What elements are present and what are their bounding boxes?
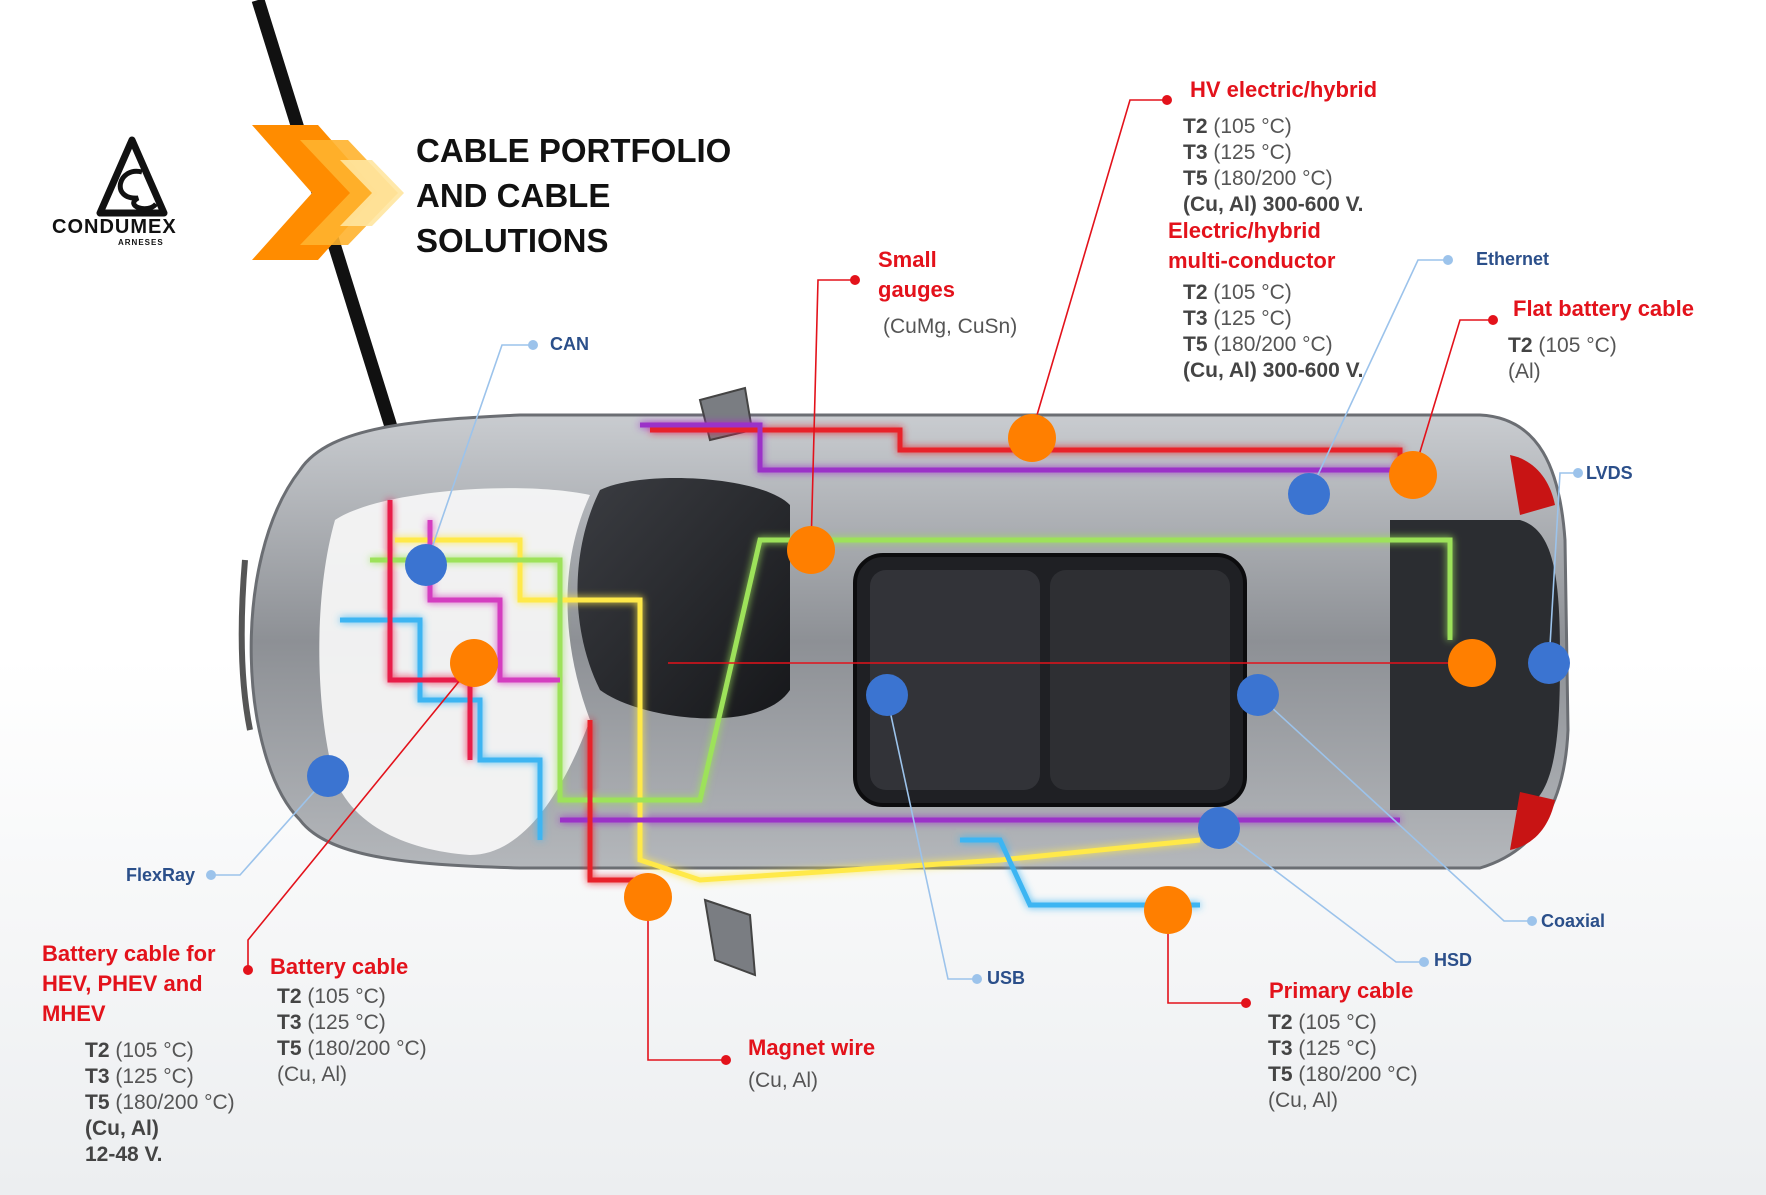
callout-multi-specs: T2 (105 °C) T3 (125 °C) T5 (180/200 °C) …: [1183, 281, 1364, 382]
callout-hev-specs: T2 (105 °C) T3 (125 °C) T5 (180/200 °C) …: [85, 1039, 235, 1166]
callout-small-specs: (CuMg, CuSn): [883, 315, 1018, 338]
blue-markers: [307, 473, 1570, 849]
marker-flexray: [307, 755, 349, 797]
label-coaxial: Coaxial: [1541, 911, 1606, 931]
callout-hev-title: Battery cable for HEV, PHEV and MHEV: [42, 941, 216, 1026]
callout-battery-specs: T2 (105 °C) T3 (125 °C) T5 (180/200 °C) …: [277, 985, 427, 1086]
leader-lines: [211, 99, 1578, 1061]
marker-ethernet: [1288, 473, 1330, 515]
callout-multi-title: Electric/hybrid multi-conductor: [1168, 218, 1336, 273]
marker-coaxial: [1237, 674, 1279, 716]
leader-endpoints: [206, 95, 1583, 1065]
label-lvds: LVDS: [1586, 463, 1633, 483]
marker-battery-cable: [450, 639, 498, 687]
label-ethernet: Ethernet: [1476, 249, 1550, 269]
marker-flat-battery: [1389, 451, 1437, 499]
callout-flat-title: Flat battery cable: [1513, 296, 1694, 321]
callout-hv-specs: T2 (105 °C) T3 (125 °C) T5 (180/200 °C) …: [1183, 115, 1364, 216]
label-can: CAN: [550, 334, 589, 354]
label-usb: USB: [987, 968, 1026, 988]
page-title: CABLE PORTFOLIO AND CABLE SOLUTIONS: [416, 132, 732, 259]
logo-subtitle: ARNESES: [118, 238, 164, 247]
marker-magnet-wire: [624, 873, 672, 921]
car-body: [238, 386, 1570, 977]
callout-primary-title: Primary cable: [1269, 978, 1414, 1003]
callout-magnet-specs: (Cu, Al): [748, 1069, 819, 1092]
label-hsd: HSD: [1434, 950, 1473, 970]
marker-lvds: [1528, 642, 1570, 684]
callout-battery-title: Battery cable: [270, 954, 409, 979]
marker-can: [405, 544, 447, 586]
marker-usb: [866, 674, 908, 716]
marker-hsd: [1198, 807, 1240, 849]
label-flexray: FlexRay: [126, 865, 196, 885]
callout-hv-title: HV electric/hybrid: [1190, 77, 1378, 102]
marker-small-gauges: [787, 526, 835, 574]
logo-name: CONDUMEX: [52, 216, 177, 238]
callout-flat-specs: T2 (105 °C) (Al): [1508, 334, 1617, 383]
callout-small-title: Small gauges: [878, 247, 956, 302]
chevron-arrow-icon: [252, 125, 404, 260]
marker-hv-electric: [1008, 414, 1056, 462]
marker-primary-cable: [1144, 886, 1192, 934]
callout-primary-specs: T2 (105 °C) T3 (125 °C) T5 (180/200 °C) …: [1268, 1011, 1418, 1112]
cable-harness: [340, 422, 1453, 908]
marker-rear-hv: [1448, 639, 1496, 687]
orange-markers: [450, 414, 1496, 934]
condumex-logo-icon: [96, 136, 168, 217]
callout-magnet-title: Magnet wire: [748, 1035, 876, 1060]
